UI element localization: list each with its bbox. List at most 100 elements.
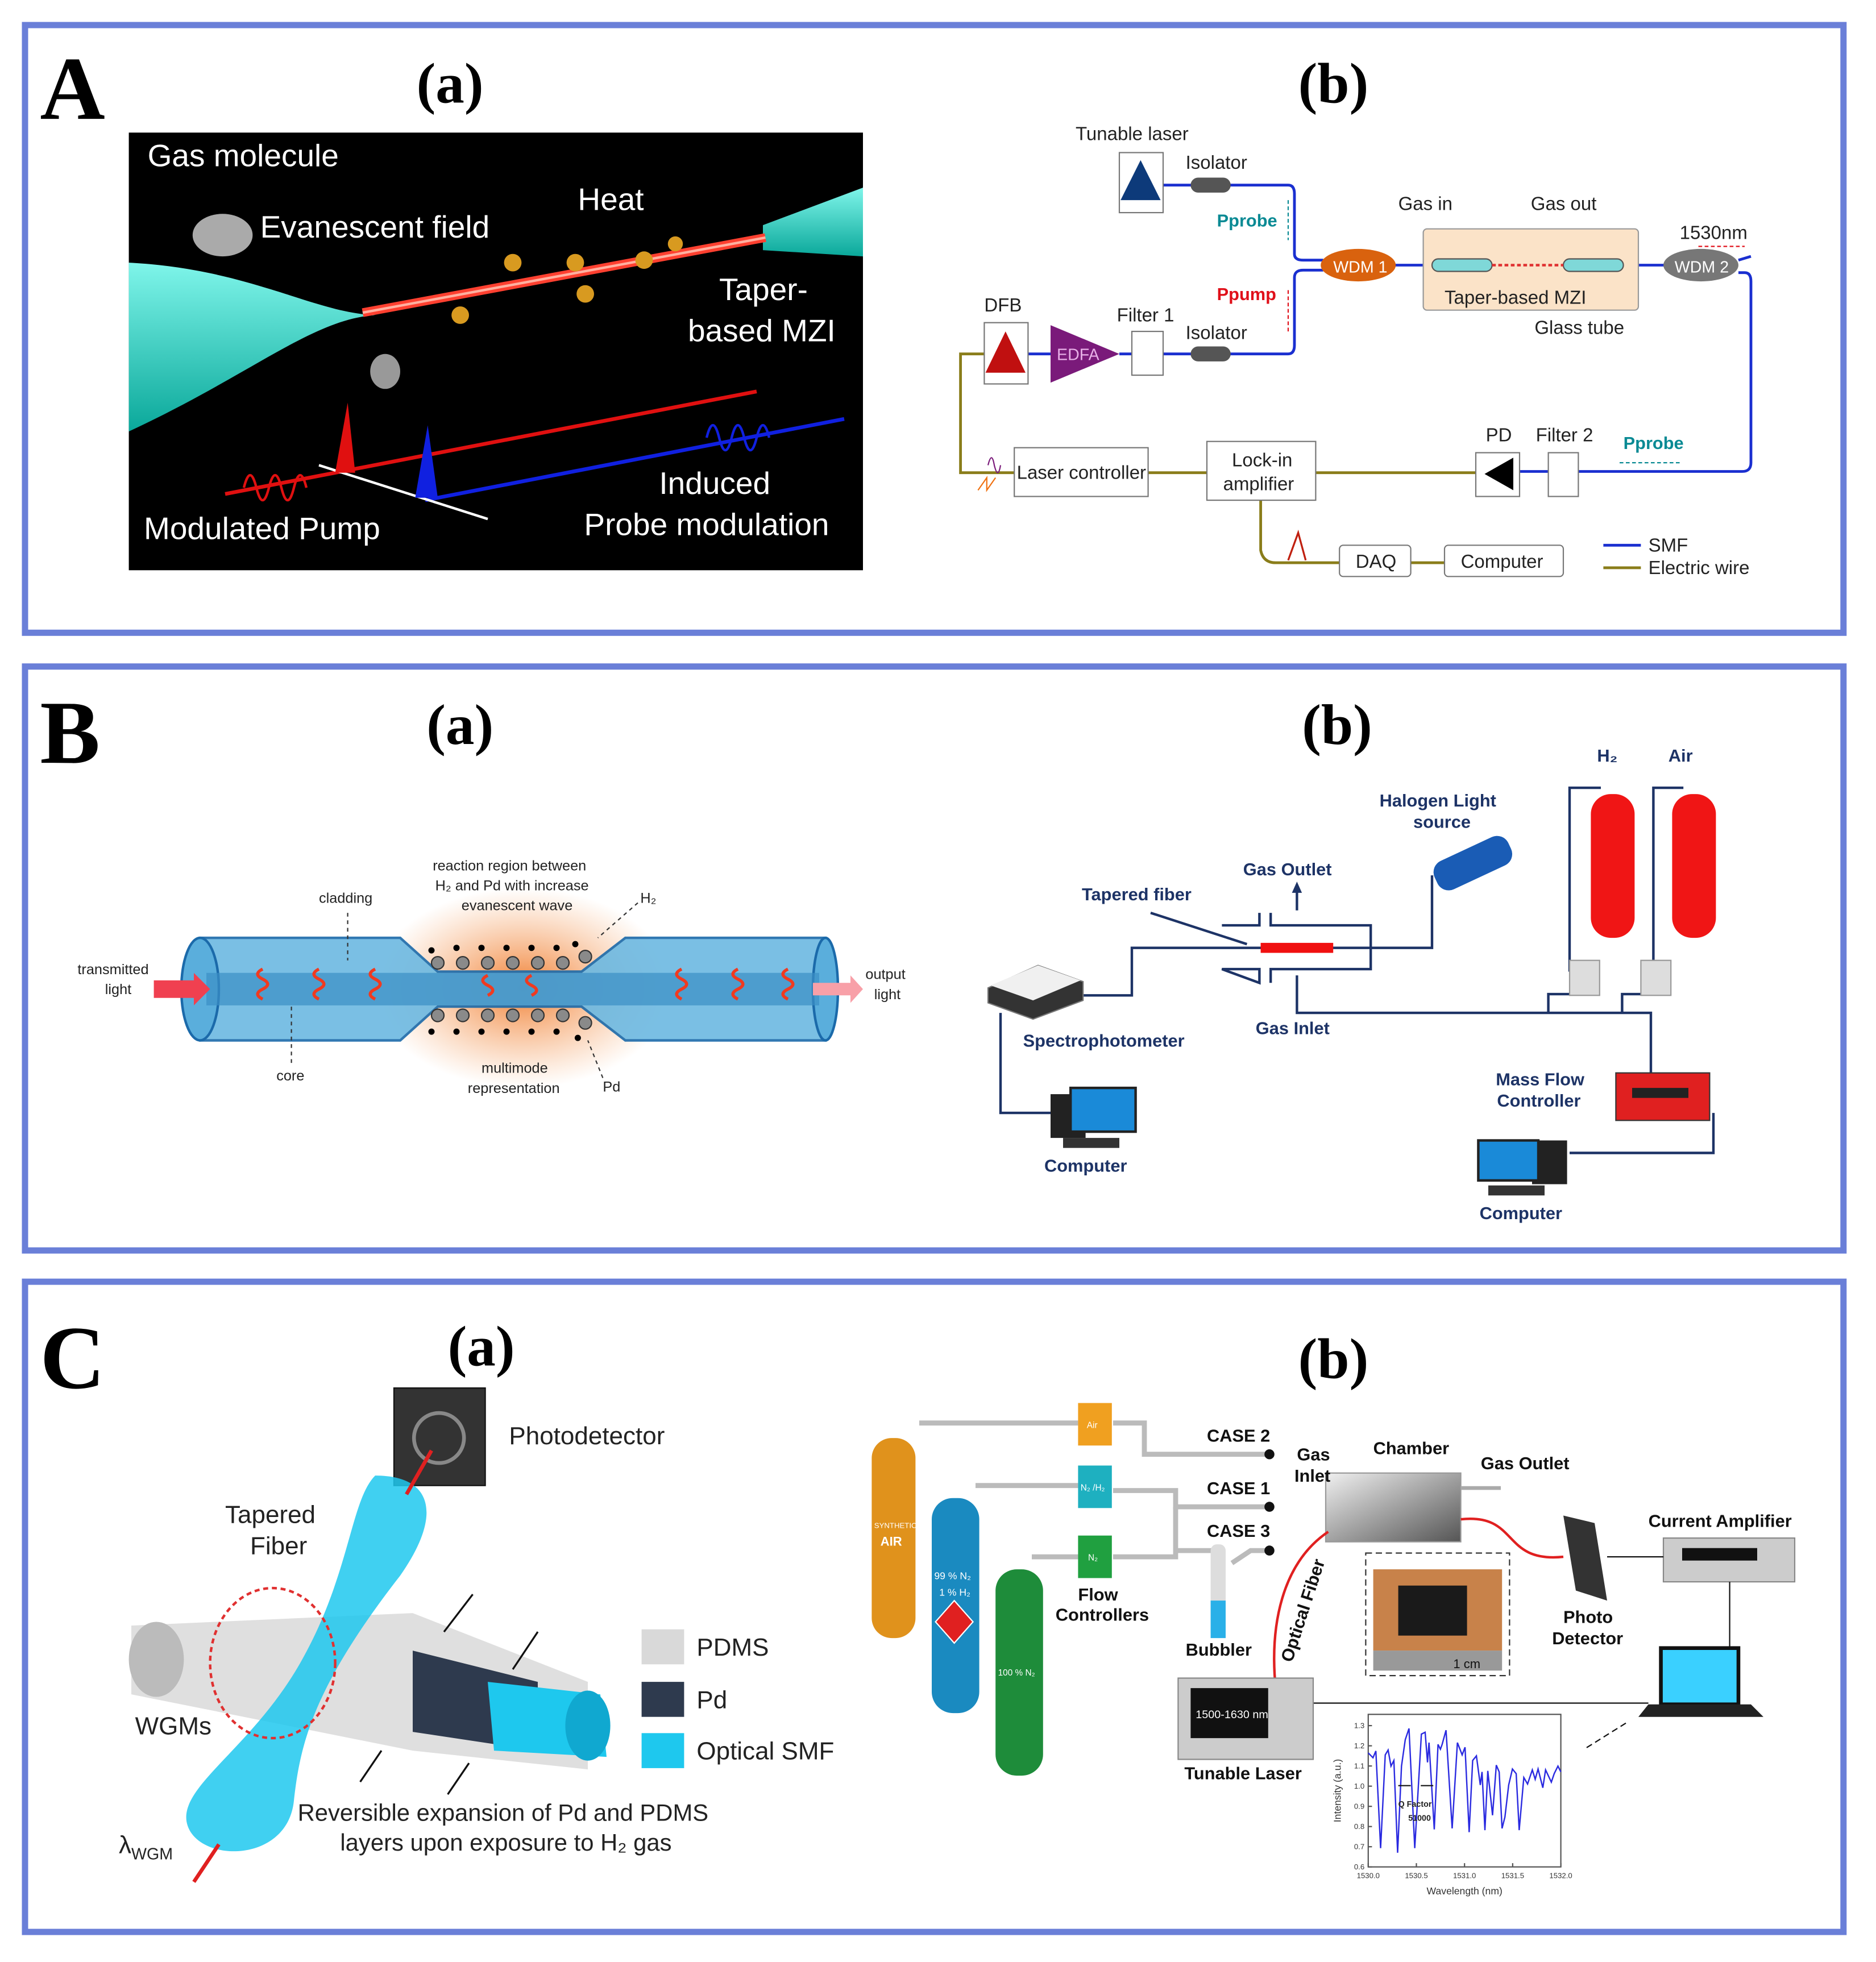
input-arrow-icon <box>192 1843 221 1883</box>
subpanel-label: (a) <box>426 693 493 756</box>
label-gas-outlet: Gas Outlet <box>1243 859 1332 879</box>
daq-box <box>1339 544 1412 577</box>
label-h2: H₂ <box>1597 746 1617 766</box>
wdm1-label: WDM 1 <box>1333 259 1387 277</box>
label-cylinder-n2h2: 99 % N₂ <box>934 1570 971 1582</box>
hydrogen-test-setup-diagram: H₂ Air Halogen Light source Gas Outlet T… <box>987 746 1716 1223</box>
label-lockin: Lock-in <box>1232 450 1292 471</box>
chart-y-axis-label: Intensity (a.u.) <box>1331 1759 1343 1822</box>
probe-pulse <box>415 425 438 498</box>
tapered-fiber-illustration: reaction region between H₂ and Pd with i… <box>77 858 905 1096</box>
label-ppump: Ppump <box>1217 284 1276 304</box>
fiber-taper-left <box>128 263 375 432</box>
pd-particles <box>430 950 592 1030</box>
synthetic-air-cylinder <box>871 1438 916 1639</box>
n2-cylinder <box>995 1569 1043 1776</box>
pump-probe-setup-diagram: WDM 1 WDM 2 EDFA Tunable laser Isolator … <box>959 123 1753 578</box>
glass-tube <box>1422 228 1640 311</box>
caption: layers upon exposure to H₂ gas <box>340 1829 671 1856</box>
mass-flow-meter-icon <box>1640 959 1672 996</box>
taper-mzi-illustration: Gas molecule Evanescent field Heat Taper… <box>128 132 864 571</box>
label-leader-lines <box>290 902 638 1078</box>
label-modulated-pump: Modulated Pump <box>144 510 380 546</box>
label-1530nm: 1530nm <box>1680 222 1748 243</box>
label-tapered-fiber: Fiber <box>250 1532 307 1560</box>
chart-y-tick-label: 1.2 <box>1354 1741 1364 1750</box>
label-heat: Heat <box>578 182 644 217</box>
label-lambda-wgm: λWGM <box>119 1831 173 1864</box>
label-air: Air <box>1669 746 1693 766</box>
panel-letter: A <box>40 39 105 139</box>
air-cylinder-icon <box>1672 794 1716 938</box>
label-taper-mzi: Taper-based MZI <box>1445 287 1586 308</box>
wdm1 <box>1321 248 1396 282</box>
chart-y-tick-label: 0.6 <box>1354 1863 1364 1871</box>
panel-a: A (a) (b) Gas molecule Evanescent field … <box>22 22 1847 636</box>
label-pprobe: Pprobe <box>1217 210 1277 230</box>
label-fc-air: Air <box>1087 1421 1098 1431</box>
label-fc-n2: N₂ <box>1088 1553 1098 1563</box>
subpanel-label: (b) <box>1302 693 1372 756</box>
label-photo-detector: Detector <box>1552 1628 1623 1648</box>
gas-outlet-arrow <box>1292 882 1302 893</box>
probe-wave-icon <box>705 424 771 452</box>
label-amplifier: amplifier <box>1223 473 1294 494</box>
legend-pdms: PDMS <box>696 1633 769 1661</box>
legend-swatch-pdms <box>641 1629 684 1665</box>
gas-molecule-icon <box>370 354 400 389</box>
flammable-icon <box>935 1599 974 1644</box>
photodetector-icon <box>393 1387 486 1486</box>
chart-y-tick-label: 0.7 <box>1354 1843 1364 1851</box>
label-flow-controllers: Flow <box>1078 1585 1118 1604</box>
legend-optical-smf: Optical SMF <box>696 1737 834 1765</box>
label-reaction-region: reaction region between <box>433 858 586 874</box>
wgm-ring <box>209 1586 337 1740</box>
label-case1: CASE 1 <box>1207 1478 1270 1498</box>
fiber-core <box>206 972 819 1005</box>
chart-x-axis-label: Wavelength (nm) <box>1427 1885 1503 1897</box>
edfa-icon <box>1051 325 1119 383</box>
filter2-icon <box>1547 452 1579 497</box>
axis-arrow <box>318 464 488 521</box>
filter1-icon <box>1131 330 1164 376</box>
label-probe-modulation: Probe modulation <box>584 507 829 542</box>
input-arrow-icon <box>153 972 210 1005</box>
chart-series-line <box>1367 1728 1562 1853</box>
isolator-icon <box>1190 346 1231 361</box>
label-tapered-fiber: Tapered fiber <box>1082 884 1192 904</box>
label-mass-flow-controller: Controller <box>1497 1091 1580 1111</box>
panel-b: B (a) (b) reaction region between H₂ and… <box>22 663 1847 1254</box>
label-gas-inlet: Gas Inlet <box>1256 1019 1330 1038</box>
subpanel-label: (b) <box>1298 52 1369 115</box>
label-gas-inlet: Inlet <box>1294 1466 1330 1486</box>
chart-y-tick-label: 1.3 <box>1354 1722 1364 1730</box>
legend-electric-wire: Electric wire <box>1649 557 1750 578</box>
output-arrow-icon <box>405 1449 433 1495</box>
chart-x-tick-label: 1531.5 <box>1501 1872 1524 1880</box>
label-cylinder-n2h2: 1 % H₂ <box>939 1586 970 1598</box>
probe-arrow <box>425 417 845 502</box>
chart-x-tick-label: 1532.0 <box>1549 1872 1572 1880</box>
chart-x-tick-label: 1531.0 <box>1453 1872 1476 1880</box>
label-gas-molecule: Gas molecule <box>148 138 339 173</box>
label-computer: Computer <box>1480 1203 1562 1223</box>
optical-fiber <box>1273 1531 1329 1689</box>
label-daq: DAQ <box>1356 551 1397 572</box>
label-flow-controllers: Controllers <box>1056 1604 1149 1624</box>
connection-lines <box>999 786 1715 1154</box>
label-pd: PD <box>1486 425 1512 446</box>
label-synthetic: SYNTHETIC <box>874 1522 917 1530</box>
subpanel-label: (a) <box>417 52 484 115</box>
isolator-icon <box>1190 177 1231 193</box>
label-h2: H₂ <box>640 891 656 907</box>
caption: Reversible expansion of Pd and PDMS <box>298 1799 709 1826</box>
label-tunable-laser: Tunable laser <box>1076 123 1189 144</box>
lockin-amplifier-box <box>1206 440 1317 501</box>
label-current-amplifier: Current Amplifier <box>1649 1511 1792 1531</box>
label-spectrophotometer: Spectrophotometer <box>1023 1031 1185 1051</box>
light-waves <box>256 967 795 1001</box>
gas-pipes <box>919 1420 1269 1565</box>
chart-annotation: 51000 <box>1408 1814 1431 1823</box>
